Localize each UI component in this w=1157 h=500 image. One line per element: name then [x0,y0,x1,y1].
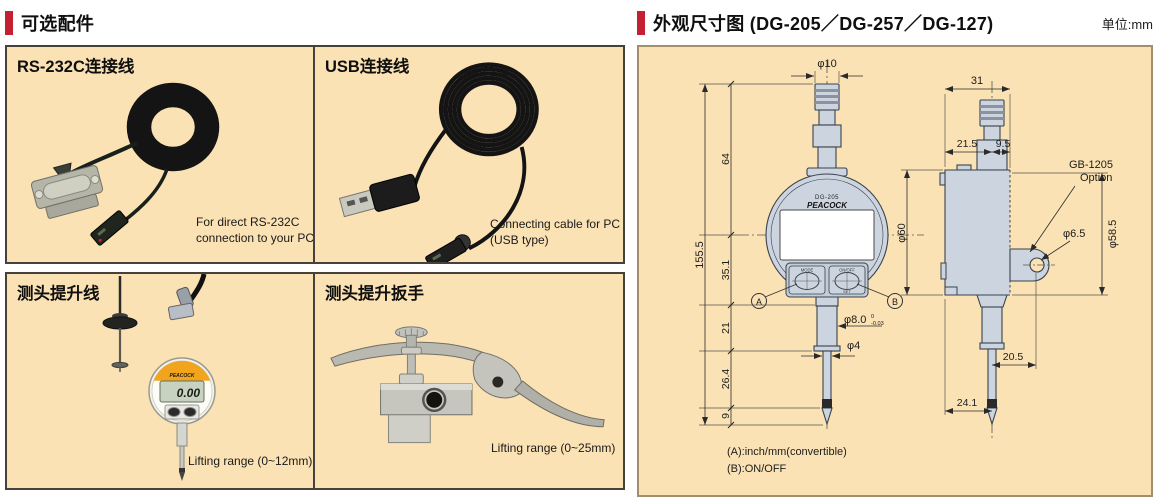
note-b: (B):ON/OFF [727,463,787,475]
note-a: (A):inch/mm(convertible) [727,446,847,458]
dim-mount-stem-tol-lower: -0.03 [871,321,884,327]
photo-brand-label: PEACOCK [169,373,194,379]
panel-lifting-cable: 测头提升线 PEACOCK [7,274,313,488]
dim-center-to-hole: 20.5 [1003,351,1024,363]
accessory-box-bottom: 测头提升线 PEACOCK [5,272,625,490]
accent-bar [637,11,645,35]
accent-bar [5,11,13,35]
contact-point [986,407,998,426]
rs232c-caption-line1: For direct RS-232C [196,215,300,229]
side-bump [940,262,947,280]
stem-neck [818,109,836,126]
lifting-lever-title: 测头提升扳手 [325,285,424,303]
lifting-lever-icon [330,326,605,444]
lower-boss [976,294,1008,308]
usb-caption: Connecting cable for PC (USB type) [490,217,620,248]
accessory-box-top: RS-232C连接线 [5,45,625,264]
gauge-plug-icon [425,234,471,262]
dimensions-title: 外观尺寸图 (DG-205／DG-257／DG-127) [653,14,994,34]
brand-logo: PEACOCK [807,201,848,210]
dim-width: 31 [971,75,983,87]
dimension-drawing-box: DG-205 PEACOCK MODE ON/OFF SET A [637,45,1153,497]
top-clamp [956,164,972,171]
dim-body-dia: φ60 [896,223,908,242]
dim-back-width: 21.5 [957,138,978,150]
panel-rs232c-cable: RS-232C连接线 [7,47,313,262]
photo-display-value: 0.00 [177,386,201,400]
db9-connector-icon [30,162,104,219]
dim-top-to-center: 64 [720,153,732,165]
rs232c-title: RS-232C连接线 [17,58,135,76]
option-label-line1: GB-1205 [1069,159,1113,171]
set-button-label: SET [843,289,851,294]
panel-lifting-lever: 测头提升扳手 [315,274,623,488]
lifting-lever-caption-line1: Lifting range (0~25mm) [491,441,616,455]
dim-lug-hole-dia: φ6.5 [1063,228,1085,240]
cable-coil-icon [438,62,539,157]
stem-collar [976,139,1008,171]
lifting-cable-title: 测头提升线 [17,285,100,303]
mount-stem [981,306,1003,348]
spindle-band [987,399,997,408]
dim-stem-dia: φ10 [817,58,836,70]
dim-bezel-dia: φ58.5 [1107,220,1119,249]
dim-tip-length: 9 [720,413,732,419]
panel-divider [313,47,315,262]
callout-b-circle [887,293,903,309]
spindle [822,350,832,404]
usb-cable-photo [338,62,539,262]
accessories-header: 可选配件 [5,10,625,36]
callout-a-circle [751,293,767,309]
digital-indicator-icon: PEACOCK 0.00 [148,274,216,481]
dim-center-to-stem: 35.1 [720,260,732,281]
dimensions-header: 外观尺寸图 (DG-205／DG-257／DG-127) 单位:mm [637,10,1153,36]
stem-flange [813,345,841,352]
dim-spindle-dia: φ4 [847,340,860,352]
cable-release-icon [102,276,138,372]
gauge-plug-icon [90,210,129,246]
dimension-drawing: DG-205 PEACOCK MODE ON/OFF SET A [694,58,1119,475]
body-side [945,170,1010,295]
mount-stem [816,305,838,352]
usb-caption-line2: (USB type) [490,232,549,247]
stem-flange [979,342,1005,350]
panel-usb-cable: USB连接线 [315,47,623,262]
spindle-band [822,399,832,408]
callout-a-label: A [756,297,762,307]
option-label-line2: Option [1080,172,1112,184]
lifting-cable-photo: PEACOCK 0.00 [102,274,216,481]
panel-divider [313,274,315,488]
front-view: DG-205 PEACOCK MODE ON/OFF SET A [694,58,924,475]
lcd-display [779,209,875,261]
accessories-title: 可选配件 [21,14,95,34]
dim-total-height: 155.5 [694,241,706,269]
cable-coil-icon [126,82,220,172]
onoff-button-label: ON/OFF [839,268,855,273]
usb-caption-line1: Connecting cable for PC [490,217,621,231]
lifting-lever-caption: Lifting range (0~25mm) [491,441,615,457]
side-view: 31 21.5 9.5 φ60 φ58.5 GB-1205 Option [896,75,1119,439]
dim-back-to-center: 24.1 [957,397,978,409]
model-label: DG-205 [815,195,839,201]
contact-point [821,407,833,426]
stem-collar [812,124,842,148]
rs232c-caption-line2: connection to your PC. [196,230,313,245]
mode-button-label: MODE [801,268,814,273]
rs232c-caption: For direct RS-232C connection to your PC… [196,215,313,246]
lifting-cable-caption: Lifting range (0~12mm) [188,454,312,470]
lifting-lever-photo [330,326,605,444]
dim-mount-stem-tol-upper: 0 [871,314,874,320]
dim-spindle-length: 26.4 [720,369,732,390]
side-step [944,286,958,296]
lifting-cable-caption-line1: Lifting range (0~12mm) [188,454,313,468]
dim-stem-length: 21 [720,322,732,334]
dim-front-width: 9.5 [996,138,1011,150]
usb-title: USB连接线 [325,58,410,76]
unit-label: 单位:mm [1101,16,1153,32]
spindle [987,348,997,401]
callout-b-label: B [892,297,898,307]
rs232c-cable-photo [30,82,220,246]
dim-mount-stem-dia: φ8.0 [844,314,866,326]
usb-a-connector-icon [338,173,420,218]
